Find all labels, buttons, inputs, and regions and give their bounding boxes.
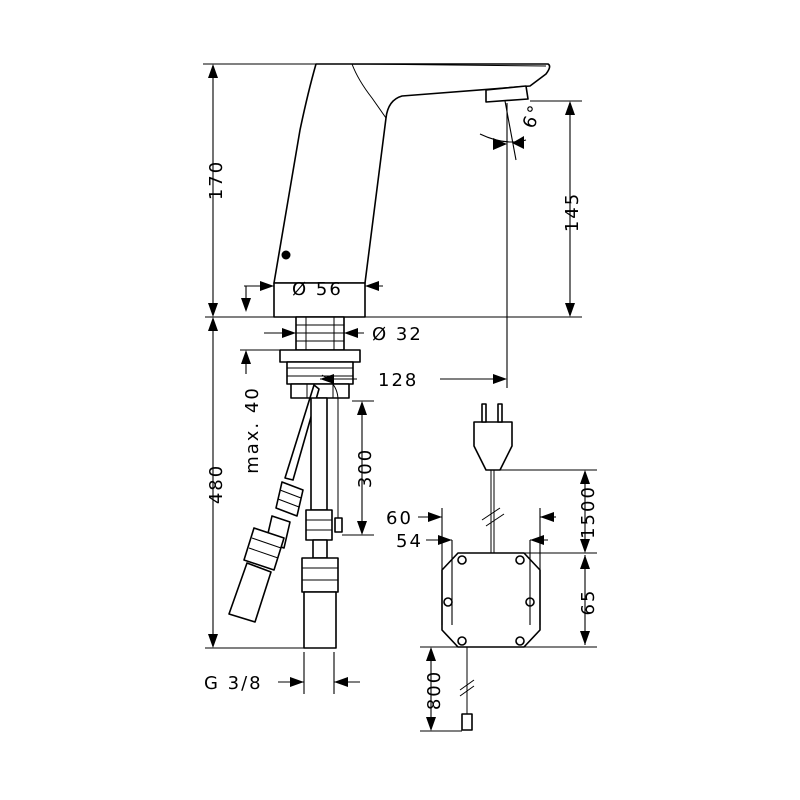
vertical-hose-fitting (305, 509, 333, 541)
dim-base-diameter (241, 281, 383, 312)
dim-cable-300 (342, 400, 374, 536)
sensor-window (281, 250, 291, 260)
label-base-diameter: Ø 56 (292, 279, 343, 300)
faucet-body (273, 63, 551, 318)
label-power-cord: 1500 (578, 485, 599, 539)
dim-projection (320, 374, 507, 384)
spout-top-surface (351, 63, 547, 119)
box-screw-tl (457, 555, 467, 565)
extension-cable-plug (461, 713, 473, 731)
label-projection: 128 (378, 370, 418, 391)
sensor-cable-plug (334, 517, 343, 533)
dim-box-width (418, 508, 556, 625)
label-outlet-height: 145 (562, 192, 583, 232)
label-below-counter: 480 (206, 464, 227, 504)
faucet-base (273, 282, 366, 318)
control-box (441, 552, 541, 648)
sensor-cable (321, 374, 339, 518)
dim-connection-thread (278, 652, 360, 694)
dim-cable-800 (420, 646, 462, 732)
supply-hoses (228, 374, 343, 649)
label-box-width-inner: 54 (396, 531, 423, 552)
label-connection-thread: G 3/8 (204, 673, 263, 694)
angled-hose-fitting (275, 481, 304, 517)
vertical-hose (310, 397, 328, 511)
faucet-spout (273, 63, 551, 284)
dim-outlet-angle (479, 100, 527, 388)
dim-max-thickness (240, 349, 280, 374)
angled-hose-sleeve (228, 562, 272, 623)
mounting-assembly (279, 316, 361, 399)
vertical-hose-nut (301, 557, 339, 593)
label-shank-diameter: Ø 32 (372, 324, 423, 345)
label-total-height: 170 (206, 160, 227, 200)
plug-pin-left (481, 403, 487, 423)
dim-shank-diameter (264, 328, 364, 338)
label-max-thickness: max. 40 (242, 386, 263, 474)
dim-outlet-height (530, 100, 582, 317)
box-screw-bl (457, 636, 467, 646)
dim-below-counter (205, 317, 304, 649)
label-cable-800: 800 (424, 670, 445, 710)
plug-pin-right (497, 403, 503, 423)
fixing-nut (286, 361, 354, 385)
vertical-hose-sleeve (303, 591, 337, 649)
dim-power-cord (500, 469, 597, 554)
box-screw-ml (443, 597, 453, 607)
box-screw-tr (515, 555, 525, 565)
power-plug (473, 421, 513, 471)
control-unit (441, 403, 541, 731)
mounting-washer (279, 349, 361, 363)
box-screw-br (515, 636, 525, 646)
vertical-hose-connector (312, 539, 328, 559)
dim-box-height (524, 555, 597, 648)
aerator (485, 85, 529, 103)
label-box-height: 65 (578, 589, 599, 616)
label-box-width-outer: 60 (386, 508, 413, 529)
lock-nut (290, 383, 350, 399)
label-outlet-angle: 6° (519, 101, 547, 131)
dim-total-height (203, 63, 316, 317)
label-cable-300: 300 (355, 448, 376, 488)
